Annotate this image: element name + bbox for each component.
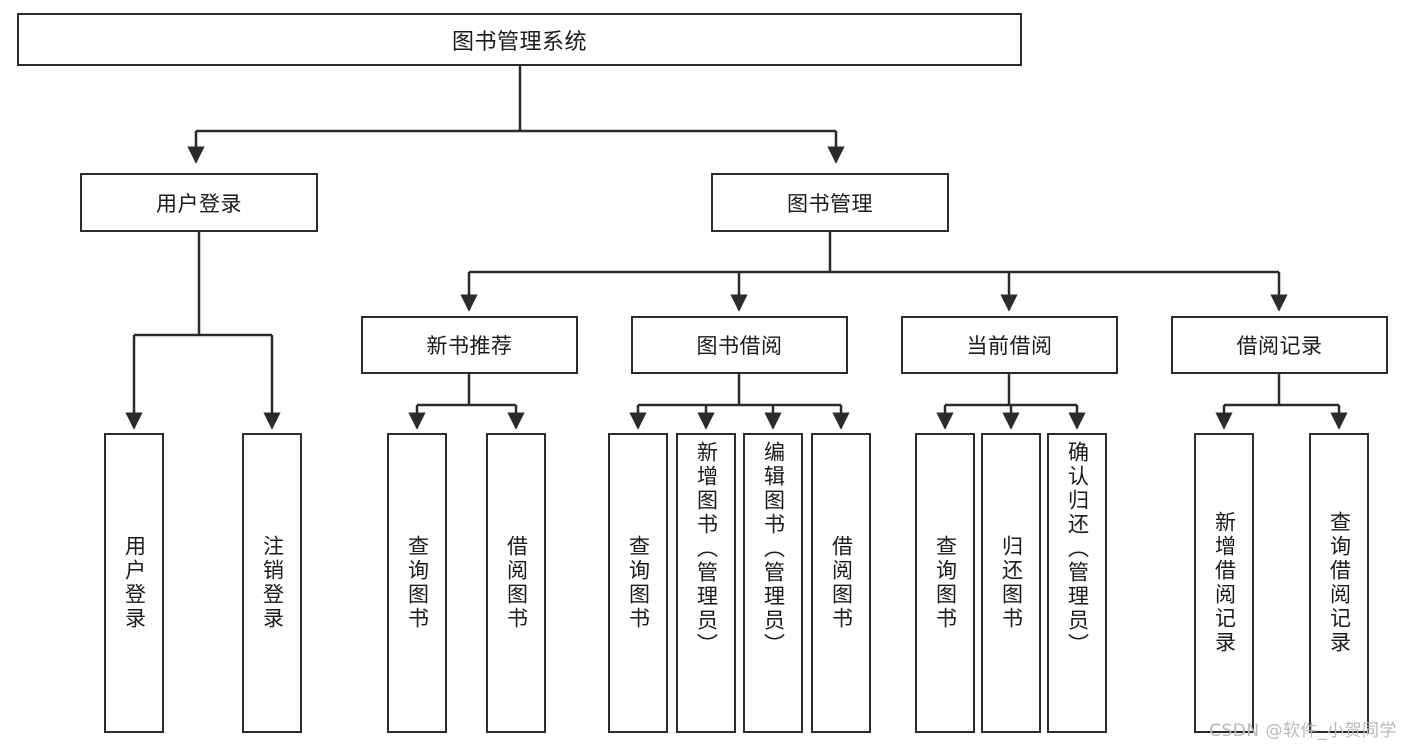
leaf-record-add-record[interactable]: 新增借阅记录 — [1194, 433, 1254, 733]
leaf-label: 借阅图书 — [829, 535, 854, 631]
leaf-label: 查询图书 — [933, 535, 958, 631]
node-root-system[interactable]: 图书管理系统 — [17, 13, 1022, 66]
node-current-borrow[interactable]: 当前借阅 — [901, 316, 1118, 374]
node-new-book-recommend[interactable]: 新书推荐 — [361, 316, 578, 374]
leaf-label: 新增借阅记录 — [1212, 511, 1237, 655]
csdn-watermark: CSDN @软件_小贺同学 — [1209, 721, 1397, 741]
leaf-current-confirm-return-admin[interactable]: 确认归还（管理员） — [1047, 433, 1107, 733]
leaf-user-login-login[interactable]: 用户登录 — [104, 433, 164, 733]
leaf-label: 归还图书 — [999, 535, 1024, 631]
leaf-label: 查询图书 — [405, 535, 430, 631]
leaf-user-login-logout[interactable]: 注销登录 — [242, 433, 302, 733]
leaf-borrow-edit-book-admin[interactable]: 编辑图书（管理员） — [743, 433, 803, 733]
leaf-recommend-borrow-book[interactable]: 借阅图书 — [486, 433, 546, 733]
node-user-login[interactable]: 用户登录 — [80, 173, 318, 232]
node-book-borrow[interactable]: 图书借阅 — [631, 316, 848, 374]
leaf-label: 用户登录 — [122, 535, 147, 631]
leaf-label: 查询图书 — [626, 535, 651, 631]
leaf-label: 注销登录 — [260, 535, 285, 631]
leaf-borrow-borrow-book[interactable]: 借阅图书 — [811, 433, 871, 733]
leaf-label: 新增图书（管理员） — [694, 441, 719, 657]
leaf-current-query-book[interactable]: 查询图书 — [915, 433, 975, 733]
leaf-label: 确认归还（管理员） — [1065, 441, 1090, 657]
node-book-management[interactable]: 图书管理 — [711, 173, 949, 232]
leaf-borrow-add-book-admin[interactable]: 新增图书（管理员） — [676, 433, 736, 733]
leaf-borrow-query-book[interactable]: 查询图书 — [608, 433, 668, 733]
leaf-recommend-query-book[interactable]: 查询图书 — [387, 433, 447, 733]
leaf-record-query-record[interactable]: 查询借阅记录 — [1309, 433, 1369, 733]
leaf-label: 查询借阅记录 — [1327, 511, 1352, 655]
node-borrow-record[interactable]: 借阅记录 — [1171, 316, 1388, 374]
leaf-current-return-book[interactable]: 归还图书 — [981, 433, 1041, 733]
leaf-label: 编辑图书（管理员） — [761, 441, 786, 657]
leaf-label: 借阅图书 — [504, 535, 529, 631]
